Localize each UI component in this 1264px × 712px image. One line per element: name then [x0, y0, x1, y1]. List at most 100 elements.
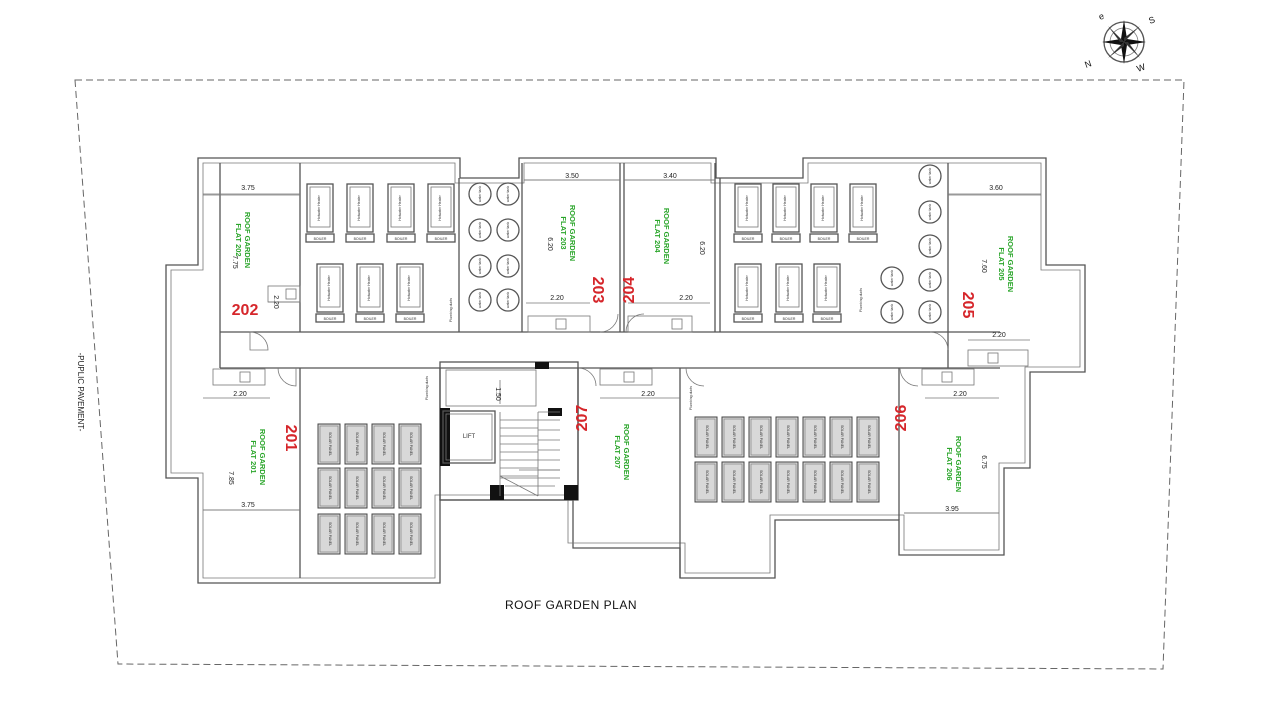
solar-panel-label: SOLAR PANEL: [409, 522, 413, 546]
water-tank-label: water tank: [478, 222, 482, 238]
solar-panel: SOLAR PANEL: [775, 461, 799, 503]
garden-201-line-2: FLAT 201: [249, 440, 258, 473]
solar-panel: SOLAR PANEL: [721, 416, 745, 458]
solar-panel: SOLAR PANEL: [317, 467, 341, 509]
water-tank-label: water tank: [478, 186, 482, 202]
heater-label: Hotwater Heater: [860, 194, 864, 220]
solar-panel: SOLAR PANEL: [317, 513, 341, 555]
solar-panel-label: SOLAR PANEL: [732, 425, 736, 449]
water-tank-icon: water tank: [880, 300, 904, 324]
plumbing-label-3: Plumbing ducts: [425, 376, 429, 400]
dim-760: 7.60: [980, 259, 987, 273]
water-tank-icon: water tank: [496, 182, 520, 206]
boiler-label: BOILER: [404, 317, 417, 321]
solar-panel-label: SOLAR PANEL: [813, 470, 817, 494]
heater-label: Hotwater Heater: [745, 194, 749, 220]
pavement-label: -PUPLIC PAVEMENT-: [76, 353, 85, 432]
water-tank-label: water tank: [928, 304, 932, 320]
solar-panel: SOLAR PANEL: [829, 461, 853, 503]
plot-boundary: [74, 79, 1185, 670]
solar-panel: SOLAR PANEL: [748, 416, 772, 458]
dim-220-e: 2.20: [641, 391, 655, 398]
heater-label: Hotwater Heater: [317, 194, 321, 220]
solar-panel: SOLAR PANEL: [398, 467, 422, 509]
garden-206-label: ROOF GARDEN FLAT 206: [945, 436, 963, 492]
solar-panel-label: SOLAR PANEL: [382, 432, 386, 456]
boiler-label: BOILER: [780, 237, 793, 241]
compass-w: W: [1135, 61, 1147, 73]
garden-207-line-1: ROOF GARDEN: [622, 424, 631, 480]
dim-775: 7.75: [231, 255, 238, 269]
boiler-label: BOILER: [324, 317, 337, 321]
water-tank-label: water tank: [890, 304, 894, 320]
heater-label: Hotwater Heater: [357, 194, 361, 220]
garden-207-line-2: FLAT 207: [613, 435, 622, 468]
water-tank-label: water tank: [506, 222, 510, 238]
solar-panel: SOLAR PANEL: [721, 461, 745, 503]
plumbing-label-4: Plumbing ducts: [689, 386, 693, 410]
flat-204-number: 204: [621, 277, 638, 304]
dim-220-c: 2.20: [550, 295, 564, 302]
water-tank-icon: water tank: [918, 234, 942, 258]
solar-panel: SOLAR PANEL: [694, 416, 718, 458]
garden-207-label: ROOF GARDEN FLAT 207: [613, 424, 631, 480]
compass-n: N: [1083, 58, 1093, 70]
dim-220-b: 2.20: [233, 391, 247, 398]
flat-202-number: 202: [232, 302, 259, 319]
solar-panel-label: SOLAR PANEL: [813, 425, 817, 449]
garden-206-line-1: ROOF GARDEN: [954, 436, 963, 492]
heater-label: Hotwater Heater: [824, 274, 828, 300]
lift-label: LIFT: [463, 434, 476, 440]
heater-label: Hotwater Heater: [398, 194, 402, 220]
dim-360: 3.60: [989, 185, 1003, 192]
heater-label: Hotwater Heater: [327, 274, 331, 300]
dim-375-top: 3.75: [241, 185, 255, 192]
solar-panel-label: SOLAR PANEL: [328, 432, 332, 456]
water-tank-icon: water tank: [880, 266, 904, 290]
solar-panel-label: SOLAR PANEL: [382, 522, 386, 546]
water-tank-label: water tank: [478, 258, 482, 274]
solar-panel: SOLAR PANEL: [344, 467, 368, 509]
boiler-label: BOILER: [742, 317, 755, 321]
dim-220-d: 2.20: [679, 295, 693, 302]
water-tank-icon: water tank: [468, 254, 492, 278]
heater-label: Hotwater Heater: [783, 194, 787, 220]
solar-panel-label: SOLAR PANEL: [409, 476, 413, 500]
dim-220-g: 2.20: [953, 391, 967, 398]
dim-785: 7.85: [227, 471, 234, 485]
water-tank-label: water tank: [506, 292, 510, 308]
compass-e: e: [1097, 11, 1105, 22]
water-tank-icon: water tank: [918, 300, 942, 324]
solar-panel: SOLAR PANEL: [802, 461, 826, 503]
garden-204-label: ROOF GARDEN FLAT 204: [653, 208, 671, 264]
solar-panel: SOLAR PANEL: [856, 461, 880, 503]
boiler-label: BOILER: [783, 317, 796, 321]
water-tank-icon: water tank: [468, 218, 492, 242]
water-tank-icon: water tank: [468, 288, 492, 312]
solar-panel-label: SOLAR PANEL: [867, 425, 871, 449]
solar-panel-label: SOLAR PANEL: [328, 522, 332, 546]
heater-label: Hotwater Heater: [407, 274, 411, 300]
solar-panel-label: SOLAR PANEL: [409, 432, 413, 456]
dim-350: 3.50: [565, 173, 579, 180]
heater-label: Hotwater Heater: [367, 274, 371, 300]
water-tank-icon: water tank: [496, 288, 520, 312]
solar-panel-label: SOLAR PANEL: [382, 476, 386, 500]
solar-panel-label: SOLAR PANEL: [840, 470, 844, 494]
flat-205-number: 205: [959, 292, 976, 319]
garden-201-line-1: ROOF GARDEN: [258, 429, 267, 485]
dim-675: 6.75: [980, 455, 987, 469]
dim-220-f: 2.20: [992, 332, 1006, 339]
flat-206-number: 206: [893, 405, 910, 432]
garden-202-line-2: FLAT 202: [234, 223, 243, 256]
boiler-label: BOILER: [395, 237, 408, 241]
